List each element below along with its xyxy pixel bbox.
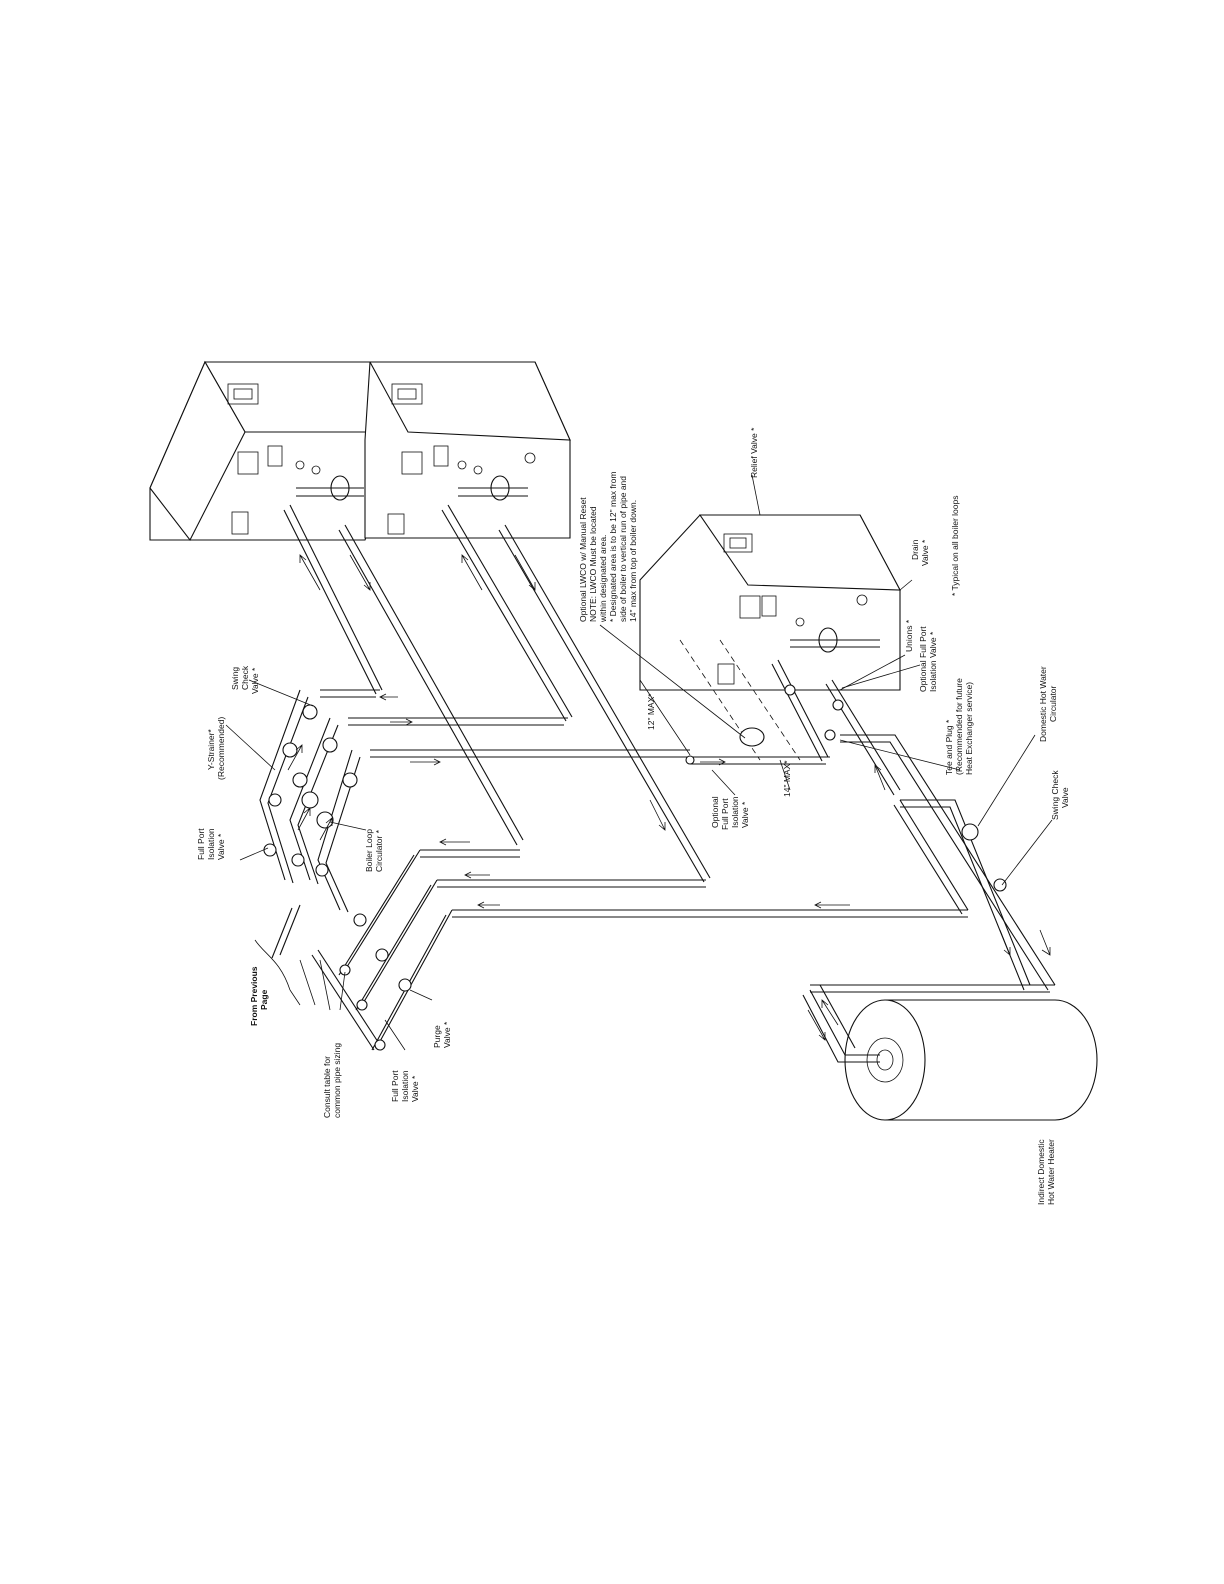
label-lwco-5: side of boiler to vertical run of pipe a… (618, 476, 628, 622)
label-swing-check-r-2: Valve (1060, 787, 1070, 808)
label-from-prev-1: From Previous (249, 966, 259, 1026)
label-boiler-loop-1: Boiler Loop (364, 829, 374, 872)
label-dhw-circ-1: Domestic Hot Water (1038, 666, 1048, 742)
label-ystrainer-2: (Recommended) (216, 717, 226, 780)
label-fp-iso-bot-3: Valve * (410, 1075, 420, 1102)
label-tee-plug-1: Tee and Plug * (944, 719, 954, 775)
leader-lines (225, 474, 1053, 1051)
label-fp-iso-bot-2: Isolation (400, 1070, 410, 1102)
label-max12: 12" MAX* (646, 693, 656, 730)
label-unions: Unions * (904, 619, 914, 652)
label-max14: 14" MAX* (782, 760, 792, 797)
label-optional-fp-2: Isolation Valve * (928, 631, 938, 692)
label-swing-check-l-1: Swing (230, 667, 240, 690)
label-from-prev-2: Page (259, 989, 269, 1010)
label-opt-iso-mid-1: Optional (710, 796, 720, 828)
loop-valves (263, 704, 412, 1051)
labels: Relief Valve * Optional LWCO w/ Manual R… (196, 427, 1070, 1205)
label-fp-iso-bot-1: Full Port (390, 1070, 400, 1102)
label-lwco-3: within designated area. (598, 535, 608, 623)
label-purge-1: Purge (432, 1025, 442, 1048)
label-opt-iso-mid-4: Valve * (740, 801, 750, 828)
label-fp-iso-top-3: Valve * (216, 833, 226, 860)
label-drain-2: Valve * (920, 539, 930, 566)
label-lwco-1: Optional LWCO w/ Manual Reset (578, 497, 588, 622)
label-typical-note: * Typical on all boiler loops (950, 496, 960, 597)
label-lwco-2: NOTE: LWCO Must be located (588, 506, 598, 622)
label-lwco-4: * Designated area is to be 12" max from (608, 472, 618, 622)
label-opt-iso-mid-3: Isolation (730, 796, 740, 828)
label-consult-1: Consult table for (322, 1056, 332, 1118)
label-indirect-1: Indirect Domestic (1036, 1139, 1046, 1205)
label-tee-plug-2: (Recommended for future (954, 678, 964, 775)
label-dhw-circ-2: Circulator (1048, 685, 1058, 722)
label-indirect-2: Hot Water Heater (1046, 1139, 1056, 1205)
boiler-3 (639, 514, 901, 691)
label-boiler-loop-2: Circulator * (374, 829, 384, 872)
label-tee-plug-3: Heat Exchanger service) (964, 682, 974, 775)
boiler-loop-pipes (259, 504, 968, 1051)
label-fp-iso-top-2: Isolation (206, 828, 216, 860)
label-opt-iso-mid-2: Full Port (720, 798, 730, 830)
label-purge-2: Valve * (442, 1021, 452, 1048)
boiler-2 (364, 361, 571, 539)
label-swing-check-l-2: Check (240, 665, 250, 690)
label-relief-valve: Relief Valve * (749, 427, 759, 478)
indirect-water-heater (802, 984, 1098, 1121)
label-swing-check-l-3: Valve * (250, 667, 260, 694)
label-optional-fp-1: Optional Full Port (918, 626, 928, 692)
label-lwco-6: 14" max from top of boiler down. (628, 500, 638, 622)
label-fp-iso-top-1: Full Port (196, 828, 206, 860)
label-drain-1: Drain (910, 539, 920, 560)
common-pipes (254, 904, 381, 1051)
label-swing-check-r-1: Swing Check (1050, 770, 1060, 820)
flow-arrows (287, 554, 1051, 1041)
label-ystrainer-1: Y-Strainer* (206, 729, 216, 770)
dhw-piping (784, 684, 1056, 993)
label-consult-2: common pipe sizing (332, 1043, 342, 1118)
